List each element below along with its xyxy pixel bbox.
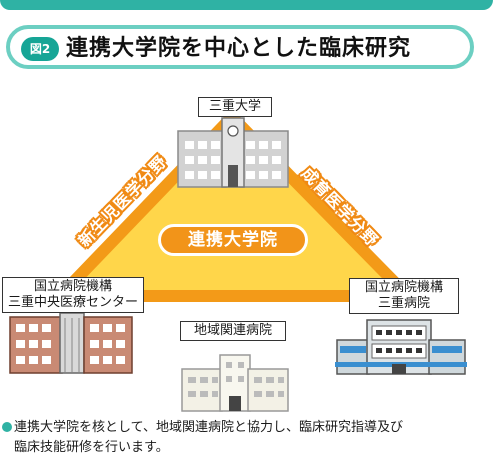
node-label-line1: 国立病院機構	[33, 279, 112, 294]
node-label-mie-chuo-medical-center: 国立病院機構 三重中央医療センター	[2, 277, 144, 313]
node-label-mie-hospital: 国立病院機構 三重病院	[349, 278, 459, 314]
figure-footnote: 連携大学院を核として、地域関連病院と協力し、臨床研究指導及び 臨床技能研修を行い…	[2, 418, 490, 458]
collaboration-triangle	[54, 111, 414, 302]
center-label-collaborative-graduate-school: 連携大学院	[158, 224, 308, 256]
footnote-line1: 連携大学院を核として、地域関連病院と協力し、臨床研究指導及び	[2, 418, 490, 438]
bullet-dot-icon	[2, 422, 12, 432]
mie-hospital-building-icon	[335, 319, 467, 375]
node-label-line2: 三重病院	[377, 296, 430, 311]
figure-number-badge: 図2	[21, 37, 59, 61]
node-label-line2: 三重中央医療センター	[7, 295, 138, 310]
medical-center-building-icon	[9, 312, 133, 374]
figure-title-frame: 図2 連携大学院を中心とした臨床研究	[6, 25, 474, 69]
regional-hospital-building-icon	[181, 354, 289, 412]
footnote-line2: 臨床技能研修を行います。	[14, 440, 169, 455]
node-label-line1: 国立病院機構	[364, 280, 443, 295]
node-label-regional-hospital: 地域関連病院	[180, 321, 286, 341]
top-banner-bar	[0, 0, 493, 10]
footnote-text-line1: 連携大学院を核として、地域関連病院と協力し、臨床研究指導及び	[14, 420, 403, 435]
figure-title: 連携大学院を中心とした臨床研究	[66, 36, 412, 61]
university-building-icon	[177, 117, 289, 188]
node-label-mie-university: 三重大学	[198, 97, 272, 117]
